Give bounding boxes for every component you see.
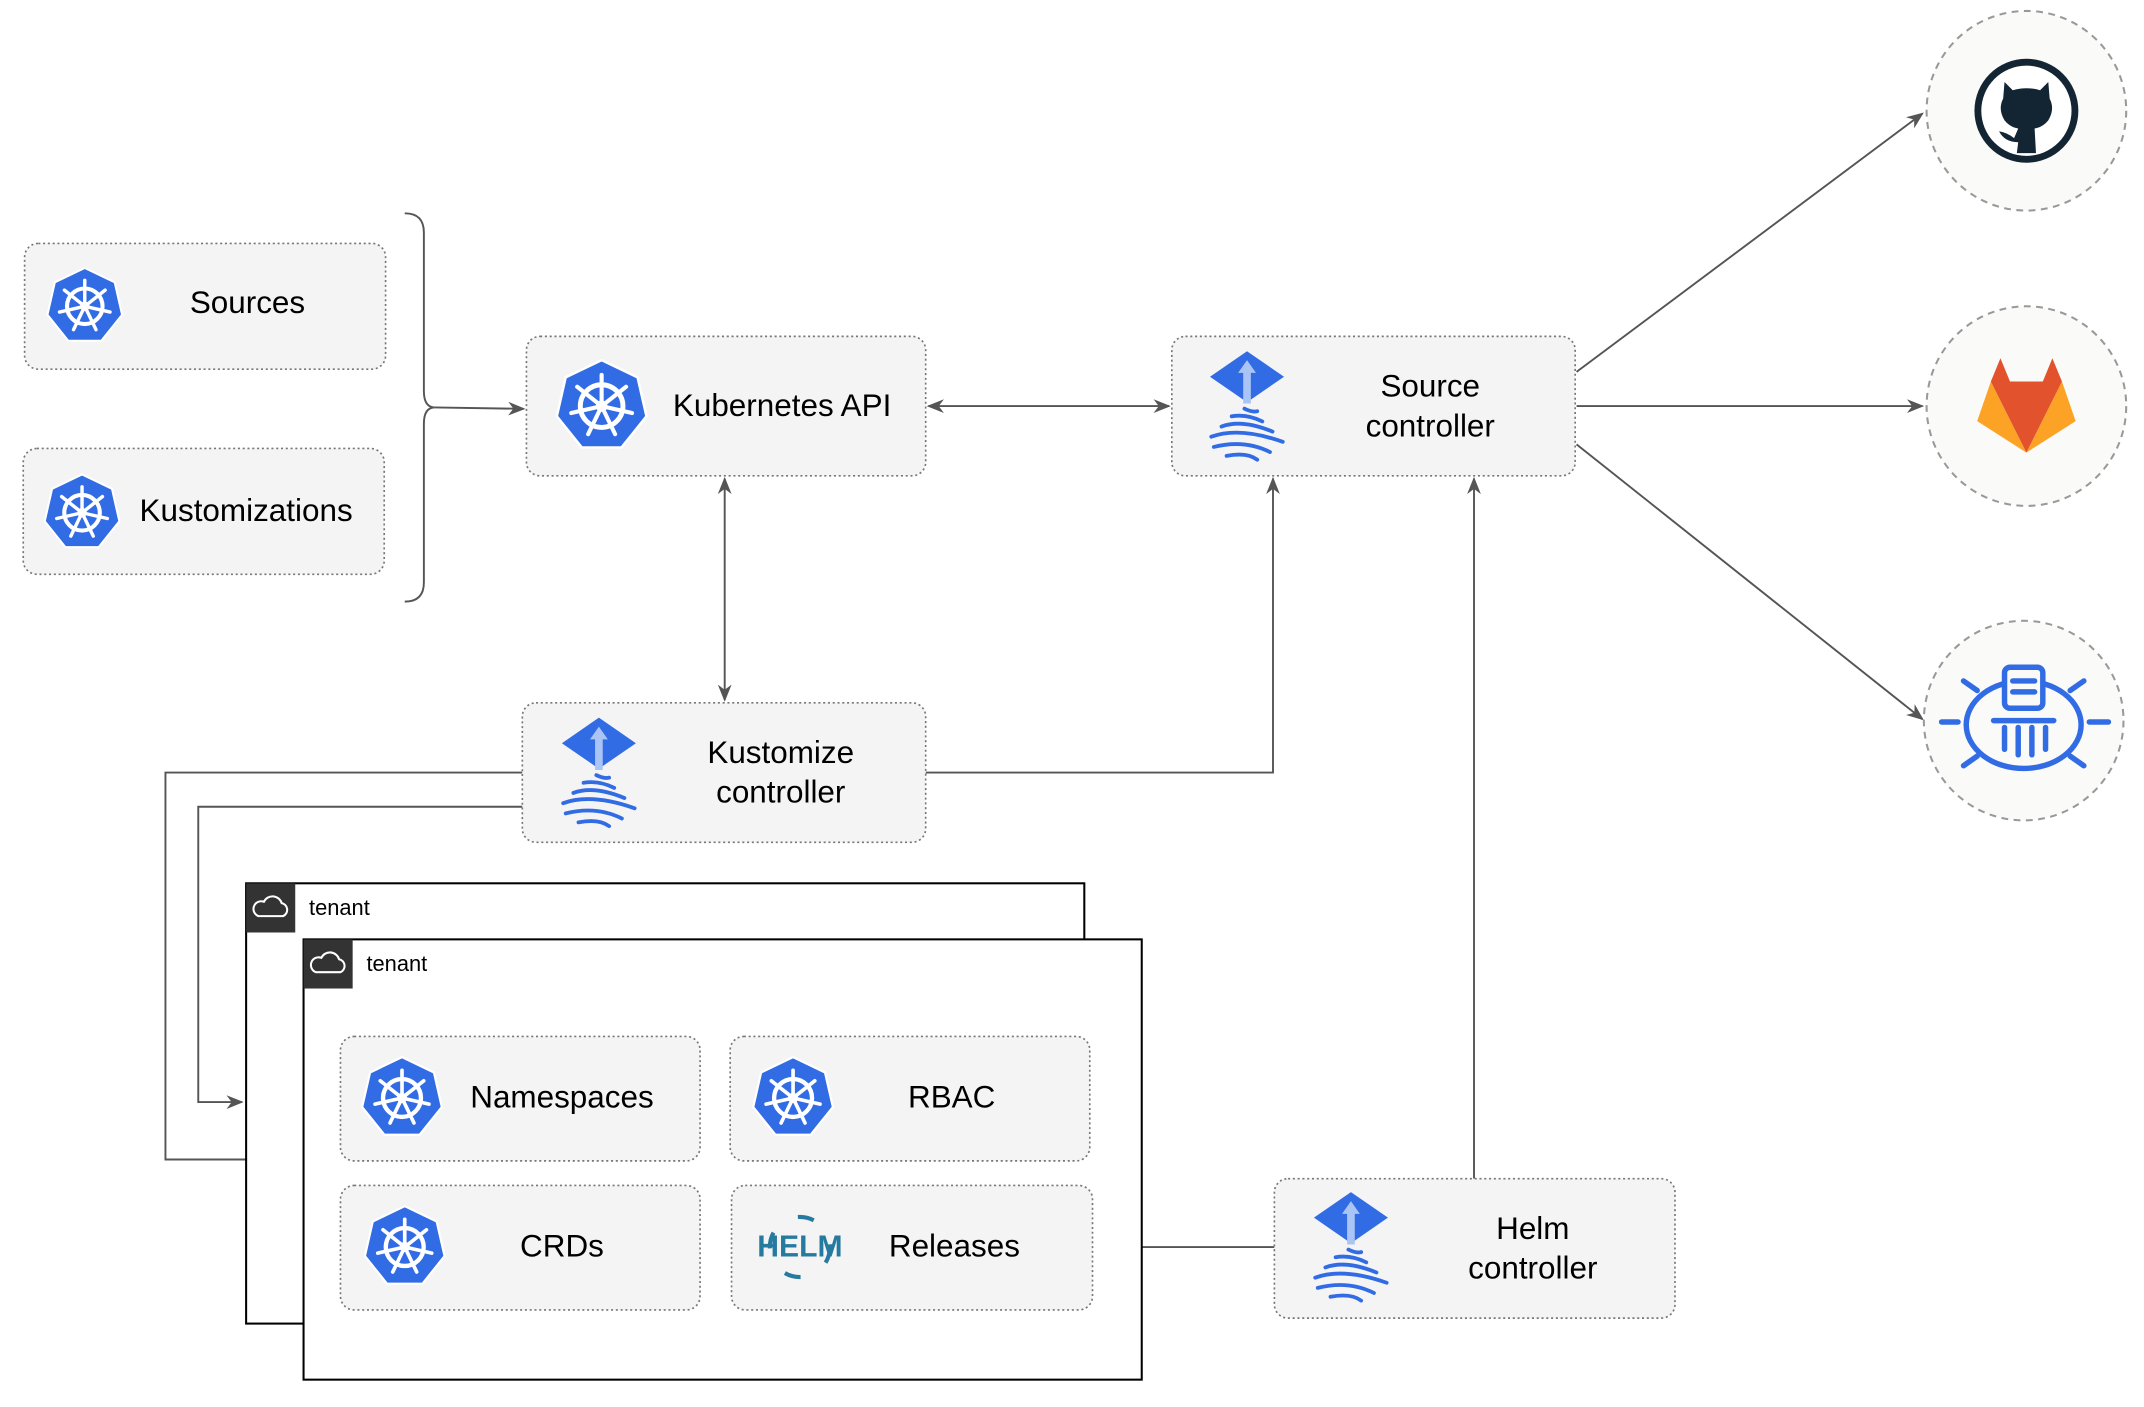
gitlab-icon [1977,358,2076,453]
github-source[interactable] [1925,9,2128,212]
svg-text:HELM: HELM [757,1230,842,1263]
node-helm-controller[interactable]: Helm controller [1273,1177,1676,1319]
node-label: Sources [190,285,305,320]
node-label-line2: controller [716,775,845,810]
node-kubernetes-api[interactable]: Kubernetes API [525,335,927,477]
node-source-controller[interactable]: Source controller [1170,335,1577,477]
node-label: RBAC [908,1080,995,1115]
bucket-icon [1938,664,2112,772]
node-kustomizations[interactable]: Kustomizations [22,447,386,576]
cloud-icon [246,883,296,933]
node-label: Kustomizations [140,493,353,528]
edge-kustomize-tenant-2 [197,805,523,1109]
edge-kustomize-source [925,476,1280,774]
edge-source-bucket [1575,443,1924,721]
helm-icon: HELM [757,1214,843,1280]
edge-source-github [1575,112,1924,373]
edge-crds-to-api [434,401,526,416]
node-label-line1: Helm [1496,1211,1569,1246]
cloud-icon [303,939,353,989]
tenant-label: tenant [309,895,370,920]
node-label-line2: controller [1468,1251,1597,1286]
node-label-line2: controller [1366,408,1495,443]
grouping-brace [404,212,435,603]
node-crds[interactable]: CRDs [339,1184,701,1311]
node-label-line1: Source [1380,369,1480,404]
node-rbac[interactable]: RBAC [729,1035,1091,1162]
node-label: Releases [889,1229,1020,1264]
node-releases[interactable]: HELM Releases [730,1184,1094,1311]
node-sources[interactable]: Sources [23,242,387,371]
node-label: Kubernetes API [673,388,891,423]
github-icon [1974,58,2079,163]
node-label: Namespaces [470,1080,653,1115]
node-label: CRDs [520,1229,604,1264]
tenant-label: tenant [366,951,427,976]
gitlab-source[interactable] [1925,305,2128,507]
bucket-source[interactable] [1922,619,2125,822]
node-kustomize-controller[interactable]: Kustomize controller [521,701,927,844]
node-label-line1: Kustomize [707,735,854,770]
edge-kustomize-tenant-1 [164,771,523,1167]
node-namespaces[interactable]: Namespaces [339,1035,701,1162]
